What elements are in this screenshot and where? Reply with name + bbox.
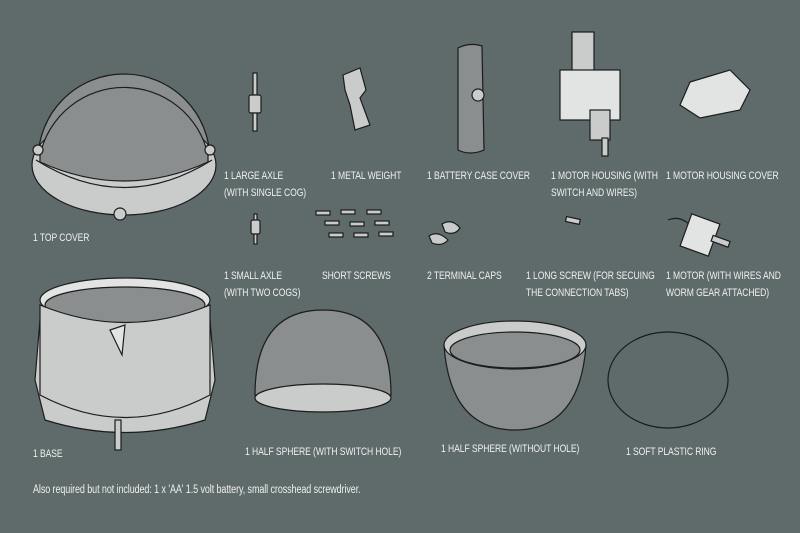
motor-housing-cover-drawing bbox=[679, 69, 751, 119]
battery-case-cover-drawing bbox=[457, 43, 485, 154]
label-large-axle: 1 LARGE AXLE(WITH SINGLE COG) bbox=[224, 170, 307, 199]
soft-plastic-ring-drawing bbox=[607, 331, 729, 429]
top-cover-drawing bbox=[31, 73, 217, 221]
short-screws-drawing bbox=[315, 209, 394, 238]
metal-weight-drawing bbox=[342, 67, 371, 131]
motor-drawing bbox=[667, 213, 731, 257]
label-top-cover: 1 TOP COVER bbox=[33, 232, 90, 244]
motor-housing-drawing bbox=[559, 31, 621, 157]
label-half-sphere-switch-hole: 1 HALF SPHERE (WITH SWITCH HOLE) bbox=[245, 446, 402, 458]
footnote: Also required but not included: 1 x 'AA'… bbox=[33, 484, 361, 496]
base-drawing bbox=[34, 277, 216, 451]
label-terminal-caps: 2 TERMINAL CAPS bbox=[427, 270, 502, 282]
large-axle-drawing bbox=[248, 72, 262, 132]
long-screw-drawing bbox=[564, 215, 581, 226]
small-axle-drawing bbox=[250, 213, 261, 245]
half-sphere-switch-hole-drawing bbox=[254, 309, 392, 413]
label-short-screws: SHORT SCREWS bbox=[322, 270, 391, 282]
label-half-sphere-no-hole: 1 HALF SPHERE (WITHOUT HOLE) bbox=[441, 443, 580, 455]
label-metal-weight: 1 METAL WEIGHT bbox=[331, 170, 402, 182]
label-small-axle: 1 SMALL AXLE(WITH TWO COGS) bbox=[224, 270, 301, 299]
half-sphere-no-hole-drawing bbox=[443, 320, 587, 431]
label-motor-housing-cover: 1 MOTOR HOUSING COVER bbox=[666, 170, 779, 182]
terminal-caps-drawing bbox=[428, 221, 461, 246]
label-soft-plastic-ring: 1 SOFT PLASTIC RING bbox=[626, 446, 717, 458]
label-base: 1 BASE bbox=[33, 448, 63, 460]
label-battery-case-cover: 1 BATTERY CASE COVER bbox=[427, 170, 530, 182]
